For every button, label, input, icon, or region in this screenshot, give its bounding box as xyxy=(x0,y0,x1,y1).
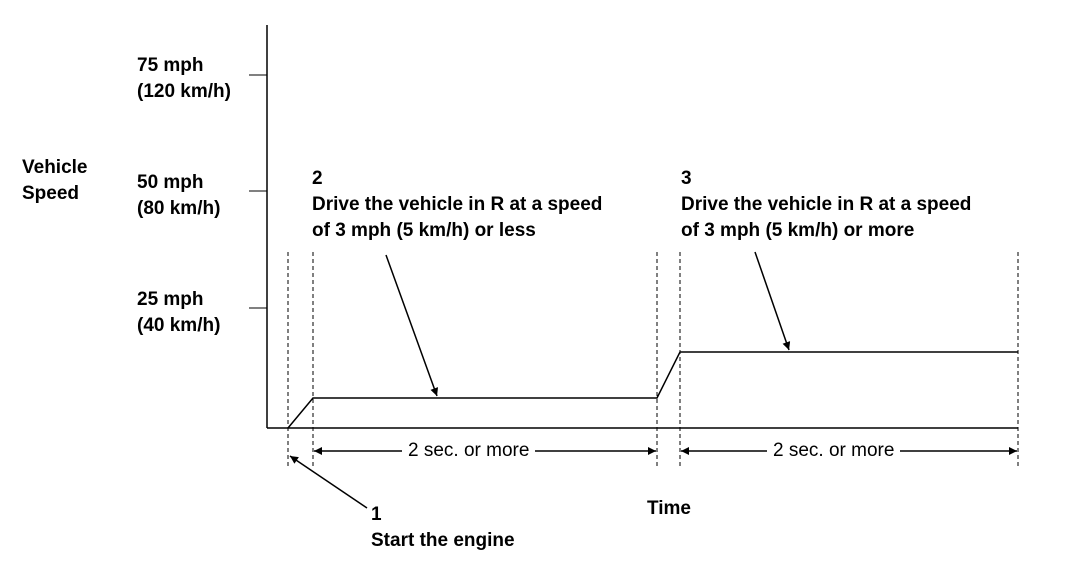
tick-label-50: 50 mph (80 km/h) xyxy=(137,170,220,222)
duration-label-1: 2 sec. or more xyxy=(402,440,536,462)
tick-label-25: 25 mph (40 km/h) xyxy=(137,287,220,339)
step3-number: 3 xyxy=(681,168,692,189)
x-axis-label: Time xyxy=(647,496,691,522)
step1-number: 1 xyxy=(371,504,382,525)
step3-line2: of 3 mph (5 km/h) or more xyxy=(681,220,915,241)
tick-label-50-mph: 50 mph xyxy=(137,172,204,193)
y-axis-label-line2: Speed xyxy=(22,183,80,204)
tick-label-75-mph: 75 mph xyxy=(137,55,204,76)
y-axis-label-line1: Vehicle xyxy=(22,157,88,178)
y-axis-label: Vehicle Speed xyxy=(22,155,88,207)
step3-line1: Drive the vehicle in R at a speed xyxy=(681,194,972,215)
tick-label-50-kmh: (80 km/h) xyxy=(137,198,221,219)
tick-label-75: 75 mph (120 km/h) xyxy=(137,53,231,105)
tick-label-25-kmh: (40 km/h) xyxy=(137,315,221,336)
step2-leader-arrow xyxy=(385,254,439,397)
step3-annotation: 3 Drive the vehicle in R at a speed of 3… xyxy=(681,166,971,244)
step2-number: 2 xyxy=(312,168,323,189)
step3-leader-arrow xyxy=(754,251,791,351)
tick-label-25-mph: 25 mph xyxy=(137,289,204,310)
step2-line1: Drive the vehicle in R at a speed xyxy=(312,194,603,215)
step1-annotation: 1 Start the engine xyxy=(371,502,515,554)
step2-annotation: 2 Drive the vehicle in R at a speed of 3… xyxy=(312,166,602,244)
tick-label-75-kmh: (120 km/h) xyxy=(137,81,231,102)
step2-line2: of 3 mph (5 km/h) or less xyxy=(312,220,536,241)
speed-profile-line xyxy=(287,351,1018,429)
step1-leader-arrow xyxy=(289,455,368,509)
duration-label-2: 2 sec. or more xyxy=(767,440,901,462)
step1-text: Start the engine xyxy=(371,530,515,551)
x-axis-label-text: Time xyxy=(647,498,692,519)
